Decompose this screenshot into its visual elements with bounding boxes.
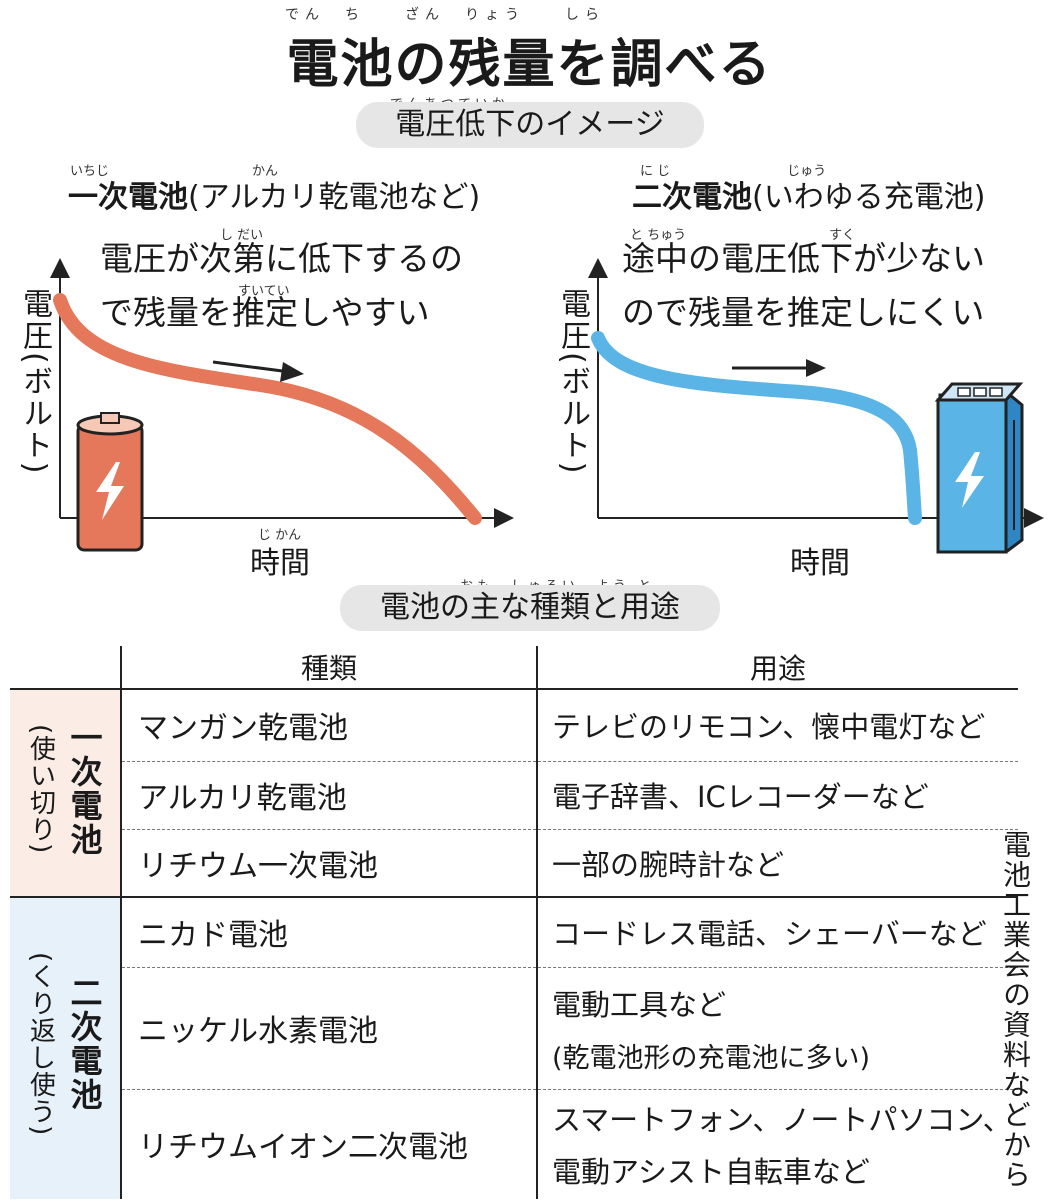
primary-time-arrow [212, 360, 291, 374]
type-cell: ニカド電池 [121, 896, 538, 967]
group1-note: (使い切り) [25, 723, 56, 855]
primary-x-ruby: じ かん [258, 528, 302, 543]
secondary-battery-icon [934, 382, 1024, 554]
use-line1: スマートフォン、ノートパソコン、 [552, 1103, 1012, 1138]
use-cell: テレビのリモコン、懐中電灯など [537, 688, 1018, 761]
header-type: 種類 [121, 646, 538, 689]
table-row: 一次電池 (使い切り) マンガン乾電池 テレビのリモコン、懐中電灯など [10, 688, 1018, 897]
use-line2: 電動アシスト自転車など [552, 1155, 870, 1190]
secondary-name: 二次電池 [632, 180, 752, 215]
use-cell: 電子辞書、ICレコーダーなど [537, 760, 1018, 829]
table-row: リチウムイオン二次電池 スマートフォン、ノートパソコン、 電動アシスト自転車など [10, 1088, 1018, 1199]
group1-cell: 一次電池 (使い切り) [10, 688, 122, 897]
secondary-desc-line1: 途中の電圧低下が少ない [622, 239, 985, 278]
primary-desc-ruby1: し だい [220, 228, 264, 243]
primary-ruby: いちじ かん [70, 164, 279, 179]
voltage-charts [50, 258, 1044, 554]
primary-note: (アルカリ乾電池など) [188, 180, 481, 215]
secondary-x-label: 時間 [790, 546, 850, 581]
primary-desc-line2: で残量を推定しやすい [100, 293, 430, 332]
table-row: 二次電池 (くり返し使う) ニカド電池 コードレス電話、シェーバーなど [10, 896, 1018, 1199]
group2-name: 二次電池 [65, 976, 104, 1113]
use-line2: (乾電池形の充電池に多い) [552, 1042, 871, 1074]
use-cell: スマートフォン、ノートパソコン、 電動アシスト自転車など [537, 1088, 1018, 1199]
secondary-heading: 二次電池(いわゆる充電池) [632, 172, 985, 216]
use-line1: 電動工具など [552, 987, 727, 1022]
primary-battery-icon [76, 412, 144, 552]
section1-label: 電圧低下のイメージ [356, 102, 704, 148]
section2-label: 電池の主な種類と用途 [340, 585, 720, 631]
primary-y-label: 電圧(ボルト) [17, 288, 52, 476]
type-cell: マンガン乾電池 [121, 688, 538, 761]
table-row: リチウム一次電池 一部の腕時計など [10, 828, 1018, 897]
title-ruby: でん ち ざん りょう しら [285, 7, 605, 23]
type-cell: リチウム一次電池 [121, 828, 538, 897]
secondary-desc-line2: ので残量を推定しにくい [622, 293, 985, 332]
table-row: ニッケル水素電池 電動工具など (乾電池形の充電池に多い) [10, 966, 1018, 1089]
use-cell: 一部の腕時計など [537, 828, 1018, 897]
secondary-note: (いわゆる充電池) [752, 180, 986, 215]
secondary-desc-ruby1: と ちゅう すく [630, 228, 856, 243]
group2-cell: 二次電池 (くり返し使う) [10, 896, 122, 1199]
battery-types-table: 種類 用途 一次電池 (使い切り) マンガン乾電池 テレビのリモコン、懐中電灯な… [10, 646, 1018, 1199]
primary-desc-ruby2: すいてい [238, 284, 290, 299]
secondary-y-label: 電圧(ボルト) [555, 288, 590, 476]
use-cell: コードレス電話、シェーバーなど [537, 896, 1018, 967]
primary-discharge-curve [53, 293, 482, 525]
header-blank [10, 646, 122, 689]
table-header-row: 種類 用途 [10, 646, 1018, 689]
primary-name: 一次電池 [68, 180, 188, 215]
page-title: 電池の残量を調べる [286, 35, 773, 95]
use-cell: 電動工具など (乾電池形の充電池に多い) [537, 966, 1018, 1089]
secondary-arrowhead [806, 359, 826, 377]
primary-heading: 一次電池(アルカリ乾電池など) [68, 172, 480, 216]
primary-arrowhead [280, 362, 304, 382]
source-note: 電池工業会の資料などから [999, 830, 1032, 1190]
header-use: 用途 [749, 652, 806, 685]
primary-x-label: 時間 [250, 546, 310, 581]
secondary-discharge-curve [591, 331, 922, 525]
type-cell: アルカリ乾電池 [121, 760, 538, 829]
primary-desc-line1: 電圧が次第に低下するの [100, 239, 463, 278]
group2-note: (くり返し使う) [25, 952, 56, 1137]
table-row: アルカリ乾電池 電子辞書、ICレコーダーなど [10, 760, 1018, 829]
type-cell: リチウムイオン二次電池 [121, 1088, 538, 1199]
type-cell: ニッケル水素電池 [121, 966, 538, 1089]
secondary-ruby: に じ じゅう [640, 164, 827, 179]
group1-name: 一次電池 [65, 721, 104, 857]
